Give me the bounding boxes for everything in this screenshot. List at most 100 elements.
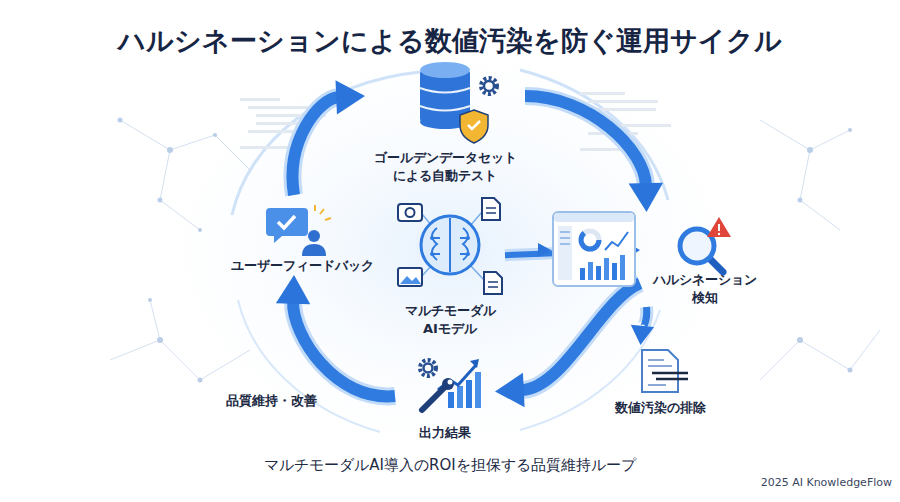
arrow-body	[525, 96, 646, 185]
sidebar-lines	[560, 232, 570, 244]
database-rings	[420, 88, 470, 111]
circuit-node	[430, 252, 434, 256]
circuit-node	[466, 236, 470, 240]
diagram-title: ハルシネーションによる数値汚染を防ぐ運用サイクル	[0, 24, 900, 58]
bar	[620, 255, 625, 280]
cycle-step: ユーザーフィードバック	[222, 195, 382, 275]
annotation-label: 品質維持・改善	[226, 392, 317, 410]
network-dot	[798, 198, 803, 203]
cycle-step: ゴールデンデータセット による自動テスト	[365, 58, 525, 185]
arrow-body	[293, 302, 395, 397]
network-line	[120, 120, 250, 230]
network-dot	[118, 118, 123, 123]
cycle-step: 数値汚染の排除	[595, 345, 725, 417]
network-dot	[213, 133, 217, 137]
code-line	[588, 100, 658, 103]
donut-chart	[581, 231, 599, 249]
bar	[604, 258, 609, 280]
flow-arrowhead	[538, 243, 551, 257]
network-lines	[110, 120, 880, 380]
arrowhead	[631, 325, 654, 345]
bar	[580, 268, 585, 280]
diagram-caption: マルチモーダルAI導入のROIを担保する品質維持ループ	[0, 455, 900, 475]
image-mountain	[400, 276, 421, 284]
network-dot	[167, 147, 173, 153]
arrow-halo	[293, 97, 339, 195]
document-lines	[488, 282, 498, 287]
warning-mark	[718, 224, 720, 231]
gear-ring	[484, 81, 494, 91]
person-body	[302, 244, 326, 256]
brain-outline	[421, 216, 479, 274]
arrowhead	[276, 275, 310, 304]
gear-ring	[424, 364, 433, 373]
bar	[596, 266, 601, 280]
network-dot	[198, 228, 202, 232]
cycle-arrow	[276, 275, 395, 396]
document-lines	[486, 208, 496, 213]
code-line	[248, 106, 308, 109]
database-icon	[420, 62, 497, 143]
dashboard-sidebar	[558, 226, 572, 280]
shield-check	[468, 121, 480, 129]
trend-line	[605, 232, 628, 250]
cycle-step: 出力結果	[395, 350, 495, 442]
camera-icon	[398, 204, 422, 221]
cycle-arrow	[495, 283, 640, 407]
arrow-halo	[522, 283, 640, 390]
background-glow	[120, 20, 780, 480]
arrow-body	[642, 307, 647, 328]
purge-lines	[652, 373, 688, 379]
donut-track	[581, 231, 599, 249]
code-line	[596, 108, 656, 111]
code-line	[240, 146, 290, 149]
arrow-halo	[642, 307, 647, 328]
trend-arrowhead	[470, 359, 479, 368]
camera-lens	[406, 208, 415, 217]
magnifier-handle	[709, 258, 723, 272]
gear-teeth	[420, 360, 436, 376]
network-line	[110, 300, 250, 380]
network-dot	[848, 368, 853, 373]
circuit-node	[430, 236, 434, 240]
step-label: ハルシネーション 検知	[640, 271, 770, 307]
speech-bubble	[266, 208, 308, 243]
code-line	[580, 148, 620, 151]
warning-dot	[718, 233, 720, 235]
step-label: 出力結果	[395, 424, 495, 442]
wrench-handle	[422, 386, 446, 410]
network-dot	[157, 337, 163, 343]
step-label: マルチモーダル AIモデル	[395, 302, 505, 338]
cycle-arrow	[631, 307, 654, 345]
code-line	[580, 92, 625, 95]
arrow-halo	[293, 302, 395, 397]
bar	[612, 263, 617, 280]
feedback-icon	[266, 205, 331, 256]
dashboard-header	[554, 213, 634, 222]
network-dots	[118, 118, 853, 383]
arrowhead	[495, 373, 525, 407]
code-line	[248, 130, 293, 133]
shield-icon	[460, 110, 488, 143]
wrench-head	[442, 378, 454, 390]
document-icon	[484, 272, 502, 294]
arrow-body	[293, 97, 339, 195]
cycle-arrow	[293, 80, 365, 195]
output-icon	[420, 359, 481, 410]
network-dot	[848, 128, 852, 132]
decor-arc	[520, 70, 668, 200]
arrowhead	[336, 80, 365, 114]
dashboard-icon	[538, 212, 635, 286]
bar	[475, 372, 481, 408]
step-label: ユーザーフィードバック	[222, 257, 382, 275]
code-line	[240, 98, 280, 101]
decor-arc	[232, 72, 420, 215]
step-label: ゴールデンデータセット による自動テスト	[365, 149, 525, 185]
cycle-step: ハルシネーション 検知	[640, 212, 770, 307]
network-dot	[797, 337, 803, 343]
bar	[588, 262, 593, 280]
step-label: 数値汚染の排除	[595, 399, 725, 417]
wrench-jaw	[448, 380, 453, 385]
network-dot	[158, 198, 163, 203]
